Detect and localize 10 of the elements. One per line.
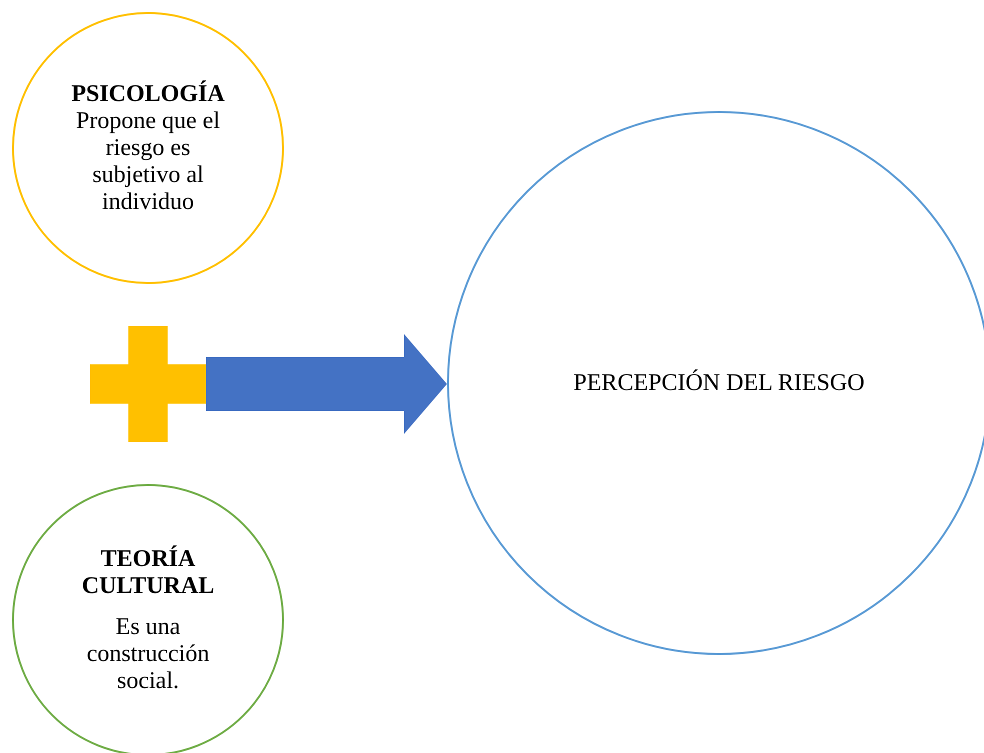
circle-text: Propone que el riesgo es subjetivo al individuo <box>75 108 221 216</box>
circle-heading: TEORÍA CULTURAL <box>80 546 216 600</box>
circle-text: PERCEPCIÓN DEL RIESGO <box>573 370 865 396</box>
circle <box>12 484 284 753</box>
plus-sign <box>90 326 206 442</box>
circle-text: Es una construcción social. <box>86 614 210 694</box>
circle <box>447 111 984 655</box>
circle <box>12 12 284 284</box>
circle-heading: PSICOLOGÍA <box>71 80 225 108</box>
block-arrow <box>206 334 447 434</box>
